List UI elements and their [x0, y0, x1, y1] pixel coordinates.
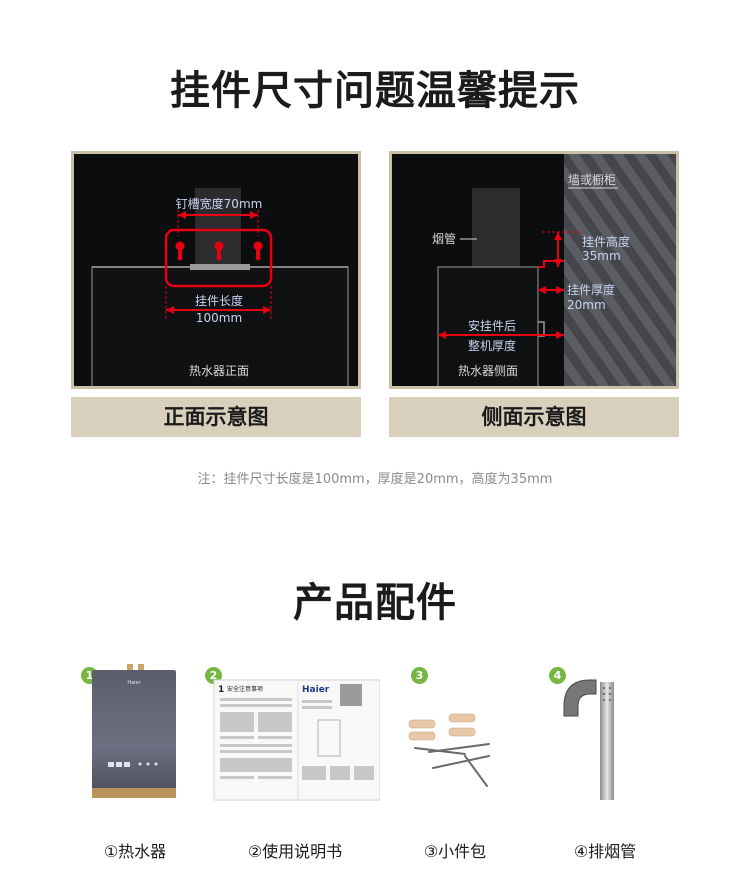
exhaust-pipe-image — [563, 679, 614, 800]
manual-page-number: 1 — [218, 685, 224, 695]
hanger-length-arrow-left — [166, 306, 174, 314]
heater-front-label: 热水器正面 — [189, 364, 249, 378]
wall-label: 墙或橱柜 — [568, 173, 616, 187]
wall-cabinet — [564, 154, 676, 386]
straight-pipe — [600, 682, 614, 800]
accessory-label-heater: ①热水器 — [103, 842, 167, 861]
screws — [414, 743, 490, 787]
hanger-plate — [190, 264, 250, 270]
hanger-height-value: 35mm — [582, 249, 621, 263]
badge-3: 3 — [411, 667, 428, 684]
keyhole-left — [175, 241, 185, 261]
hanger-size-note: 注：挂件尺寸长度是100mm，厚度是20mm，高度为35mm — [197, 472, 553, 487]
heater-side-label: 热水器侧面 — [458, 364, 518, 378]
display-panel — [108, 762, 158, 767]
small-parts-image — [408, 713, 490, 787]
side-view-diagram: 墙或橱柜 烟管 挂件高度 35mm 挂件厚度 20mm 安挂件后 整机厚度 热水… — [389, 151, 679, 389]
accessory-label-manual: ②使用说明书 — [247, 842, 343, 861]
slot-width-arrow-right — [250, 211, 258, 219]
flue-pipe — [472, 188, 520, 268]
elbow-pipe — [563, 679, 597, 717]
keyhole-right — [253, 241, 263, 261]
slot-width-arrow-left — [178, 211, 186, 219]
hanger-length-value: 100mm — [196, 311, 242, 325]
section-title-hanger-tips: 挂件尺寸问题温馨提示 — [170, 68, 580, 114]
badge-4: 4 — [549, 667, 566, 684]
wall-plugs — [408, 713, 476, 741]
front-view-svg: 钉槽宽度70mm 挂件长度 100mm 热水器正面 — [91, 188, 349, 386]
manual-brand: Haier — [302, 685, 330, 695]
heater-side-bracket — [538, 321, 545, 337]
side-view-svg: 墙或橱柜 烟管 挂件高度 35mm 挂件厚度 20mm 安挂件后 整机厚度 热水… — [432, 154, 676, 386]
user-manual-image: 1 安全注意事项 Haier — [213, 679, 380, 801]
hanger-piece — [538, 260, 564, 268]
accessory-label-parts: ③小件包 — [423, 842, 487, 861]
accessory-label-pipe: ④排烟管 — [573, 842, 637, 861]
total-thickness-label-2: 整机厚度 — [468, 338, 516, 353]
side-view-caption: 侧面示意图 — [389, 397, 679, 437]
hanger-height-label: 挂件高度 — [582, 234, 630, 249]
manual-heading: 安全注意事项 — [227, 685, 263, 693]
heater-side-body — [437, 266, 539, 386]
hanger-thickness-value: 20mm — [567, 298, 606, 312]
svg-text:Haier: Haier — [127, 680, 141, 686]
hanger-length-arrow-right — [263, 306, 271, 314]
hanger-length-label: 挂件长度 — [195, 293, 243, 308]
water-heater-image: Haier — [92, 664, 176, 798]
total-thickness-label-1: 安挂件后 — [468, 318, 516, 333]
keyhole-center — [214, 241, 224, 261]
section-title-accessories: 产品配件 — [293, 580, 457, 626]
slot-width-label: 钉槽宽度70mm — [176, 196, 263, 211]
heater-unit — [92, 670, 176, 798]
hanger-bracket-outline — [164, 228, 273, 288]
front-view-caption: 正面示意图 — [71, 397, 361, 437]
flue-label: 烟管 — [432, 231, 456, 246]
hanger-thickness-label: 挂件厚度 — [567, 282, 615, 297]
front-view-diagram: 钉槽宽度70mm 挂件长度 100mm 热水器正面 — [71, 151, 361, 389]
